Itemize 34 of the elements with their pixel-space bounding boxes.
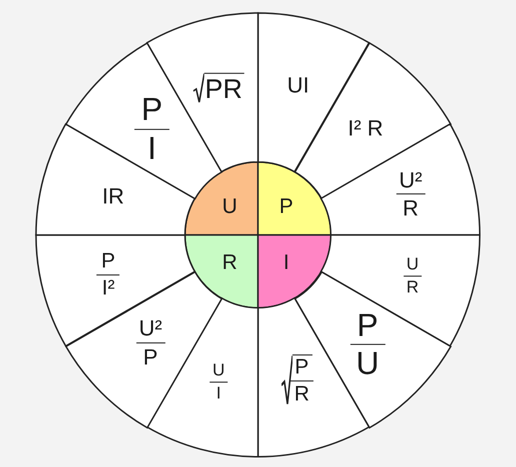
formula-text: I² R: [348, 116, 384, 140]
quantity-quadrant: [185, 162, 258, 235]
formula-text: U: [212, 361, 225, 380]
formula-text: U²: [399, 168, 422, 192]
formula-text: I: [147, 131, 156, 166]
formula-text: P: [141, 92, 163, 126]
formula-sector: [66, 272, 222, 428]
formula-text: IR: [102, 184, 124, 208]
formula-text: R: [406, 278, 419, 297]
quantity-quadrant: [258, 235, 331, 308]
formula-sector: [294, 272, 450, 428]
formula-text: U²: [138, 316, 162, 340]
formula-text: P: [294, 356, 309, 378]
quantity-quadrant: [185, 235, 258, 308]
formula-text: I²: [102, 278, 115, 300]
formula-text: P: [279, 196, 294, 218]
formula-text: PR: [204, 75, 242, 104]
formula-text: U: [356, 347, 380, 381]
formula-sector: [36, 235, 195, 346]
formula-text: I: [283, 252, 290, 274]
formula-sector: [36, 124, 195, 235]
formula-sector: [321, 235, 480, 346]
formula-text: U: [406, 256, 419, 274]
formula-text: R: [222, 252, 238, 274]
formula-text: P: [101, 250, 116, 273]
formula-text: I: [216, 384, 222, 402]
formula-sector: [258, 13, 369, 172]
quantity-quadrant: [258, 162, 331, 235]
formula-text: R: [294, 383, 310, 406]
formula-text: P: [143, 344, 158, 368]
formula-text: P: [356, 308, 378, 342]
formula-text: R: [402, 196, 419, 220]
formula-text: U: [222, 196, 238, 218]
formula-text: UI: [287, 74, 310, 97]
